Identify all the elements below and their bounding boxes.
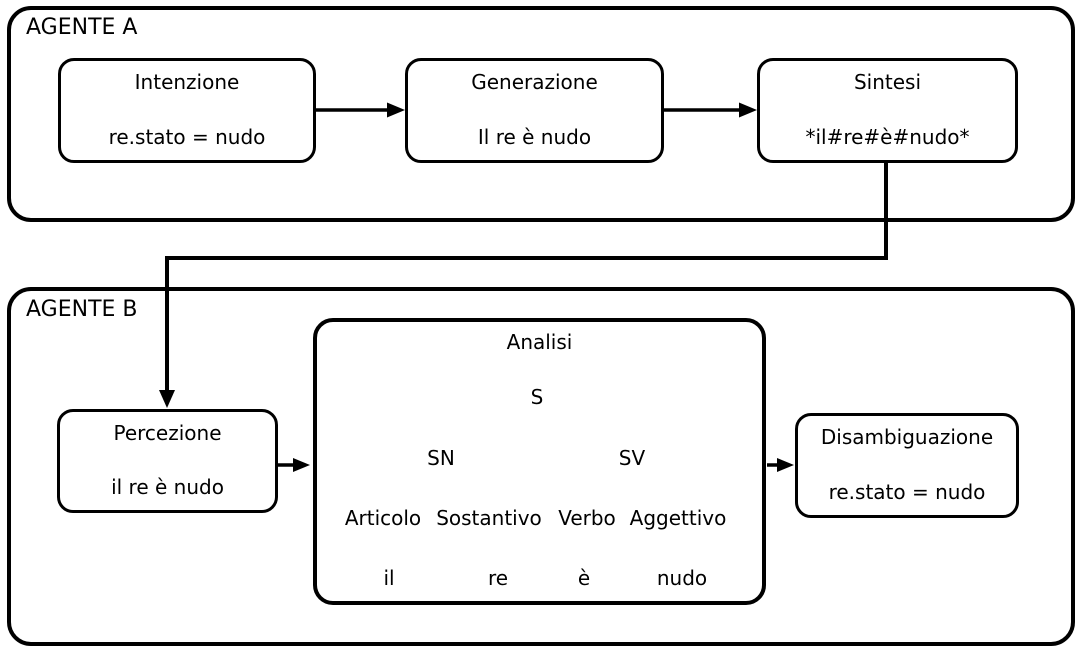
analisi-box: Analisi [313,318,766,605]
tree-node-sn: SN [425,446,457,470]
tree-terminal-re: re [485,566,511,590]
sintesi-value: *il#re#è#nudo* [805,125,970,149]
percezione-value: il re è nudo [111,475,224,499]
sintesi-box: Sintesi *il#re#è#nudo* [757,58,1018,163]
tree-node-s: S [528,385,546,409]
percezione-box: Percezione il re è nudo [57,409,278,513]
tree-node-verbo: Verbo [556,506,618,530]
disambiguazione-box: Disambiguazione re.stato = nudo [795,413,1019,518]
disambiguazione-title: Disambiguazione [820,425,994,449]
tree-terminal-il: il [381,566,397,590]
tree-node-aggettivo: Aggettivo [627,506,729,530]
agent-a-label: AGENTE A [26,15,138,40]
tree-terminal-e: è [575,566,593,590]
tree-node-articolo: Articolo [342,506,424,530]
disambiguazione-value: re.stato = nudo [828,480,986,504]
generazione-value: Il re è nudo [477,125,592,149]
intenzione-title: Intenzione [134,70,240,94]
agent-b-label: AGENTE B [26,297,138,322]
sintesi-title: Sintesi [853,70,922,94]
tree-node-sostantivo: Sostantivo [434,506,544,530]
percezione-title: Percezione [113,421,222,445]
intenzione-box: Intenzione re.stato = nudo [58,58,316,163]
intenzione-value: re.stato = nudo [108,125,266,149]
analisi-title: Analisi [506,330,573,354]
tree-terminal-nudo: nudo [654,566,710,590]
tree-node-sv: SV [616,446,648,470]
generazione-title: Generazione [471,70,598,94]
generazione-box: Generazione Il re è nudo [405,58,664,163]
